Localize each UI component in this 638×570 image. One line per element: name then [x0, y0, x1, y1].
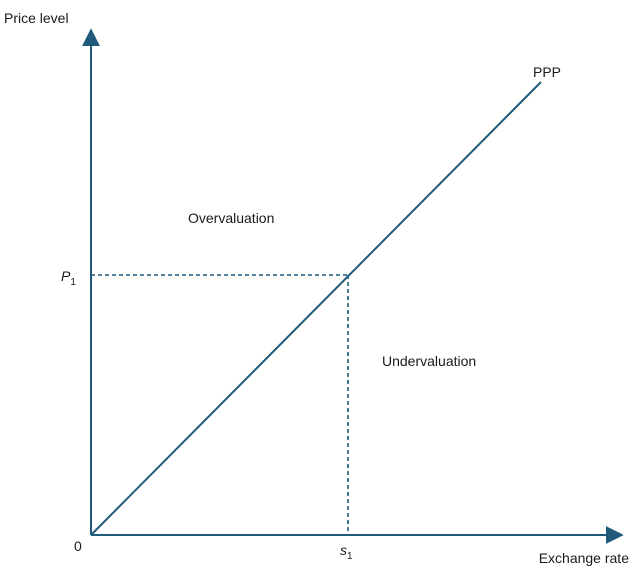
s1-label-base: s: [340, 542, 347, 558]
p1-label-base: P: [61, 268, 71, 284]
p1-label: P1: [61, 268, 76, 288]
s1-label-sub: 1: [347, 551, 353, 562]
overvaluation-label: Overvaluation: [188, 210, 274, 226]
p1-label-sub: 1: [70, 277, 76, 288]
origin-label: 0: [74, 538, 82, 554]
x-axis-label: Exchange rate: [539, 550, 629, 566]
undervaluation-label: Undervaluation: [382, 353, 476, 369]
ppp-line: [90, 81, 542, 536]
s1-label: s1: [340, 542, 353, 562]
y-axis-label: Price level: [4, 10, 69, 26]
ppp-label: PPP: [533, 64, 561, 80]
